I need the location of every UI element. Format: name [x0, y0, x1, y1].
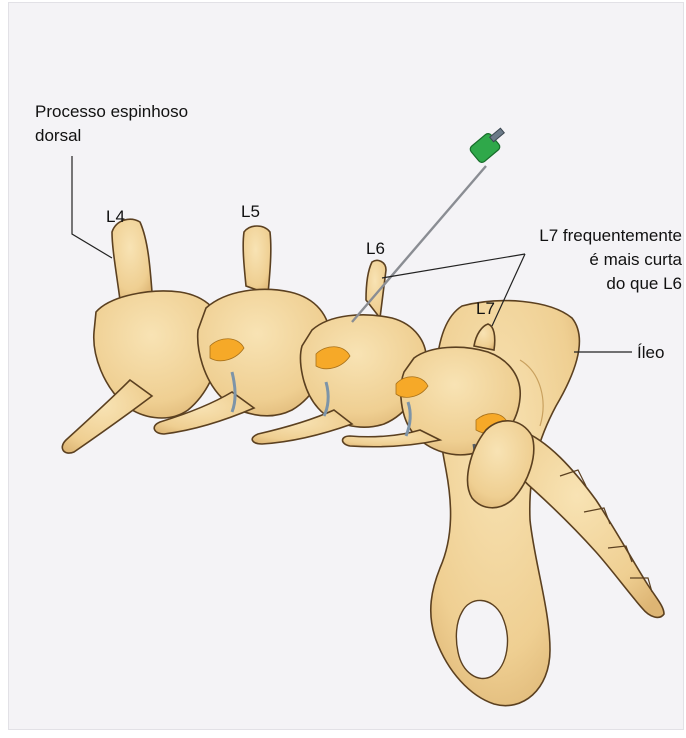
l6-label: L6	[366, 238, 385, 259]
l7-note-leader-to-l6	[382, 254, 525, 278]
ileum-label: Íleo	[637, 342, 664, 363]
l7-note-line1: L7 frequentemente	[539, 225, 682, 246]
l4-label: L4	[106, 206, 125, 227]
l7-note-line3: do que L6	[606, 273, 682, 294]
l7-label: L7	[476, 298, 495, 319]
spinous-process-label-line1: Processo espinhoso	[35, 101, 188, 122]
spinous-process-label-line2: dorsal	[35, 125, 81, 146]
l5-label: L5	[241, 201, 260, 222]
l7-note-line2: é mais curta	[589, 249, 682, 270]
